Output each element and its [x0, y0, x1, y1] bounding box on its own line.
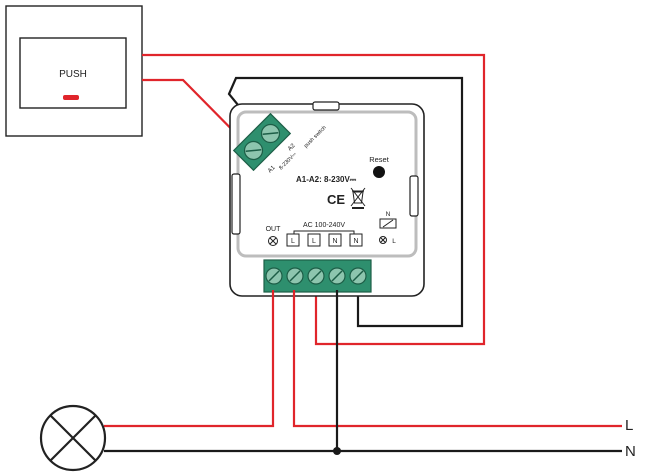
push-button-label: PUSH: [59, 69, 87, 80]
neutral-symbol-label: N: [386, 211, 391, 218]
terminal-a2-label: A2: [287, 143, 297, 153]
svg-text:L: L: [291, 238, 295, 245]
reset-label: Reset: [369, 155, 390, 164]
device-top-clip: [312, 101, 340, 111]
input-wire-loop: [227, 76, 464, 328]
ac-voltage-label: AC 100-240V: [303, 222, 345, 229]
live-supply-wire: [292, 290, 622, 428]
svg-text:L: L: [312, 238, 316, 245]
weee-icon: [350, 187, 366, 209]
neutral-line-label: N: [625, 443, 636, 460]
svg-text:N: N: [332, 238, 337, 245]
input-terminal-block: [232, 112, 292, 172]
input-voltage-label: A1-A2: 8-230V⎓: [296, 175, 357, 184]
device-left-clip: [231, 173, 241, 235]
earth-small-icon: [379, 236, 387, 244]
lamp-icon: [39, 404, 107, 472]
terminal-n-2: N: [349, 233, 363, 247]
out-label: OUT: [266, 226, 282, 233]
terminal-l-2: L: [307, 233, 321, 247]
push-wire-to-live-terminal: [142, 53, 486, 346]
push-button-indicator: [63, 95, 79, 100]
controller-device: A1 A2 8-230V⎓ push switch A1-A2: 8-230V⎓…: [229, 101, 425, 297]
svg-text:N: N: [353, 238, 358, 245]
tool-icon: [379, 218, 397, 229]
reset-button[interactable]: [373, 166, 385, 178]
output-wire-to-lamp: [104, 290, 275, 428]
earth-terminal-l: L: [392, 238, 396, 245]
earth-icon: [268, 236, 278, 246]
output-terminal-block: [263, 259, 372, 293]
live-line-label: L: [625, 417, 633, 434]
ce-mark: CE: [327, 192, 345, 207]
terminal-a1-label: A1: [267, 165, 277, 175]
push-button: PUSH: [5, 5, 143, 137]
terminal-n-1: N: [328, 233, 342, 247]
terminal-l-1: L: [286, 233, 300, 247]
neutral-junction-dot: [333, 447, 341, 455]
device-right-clip: [409, 175, 419, 217]
